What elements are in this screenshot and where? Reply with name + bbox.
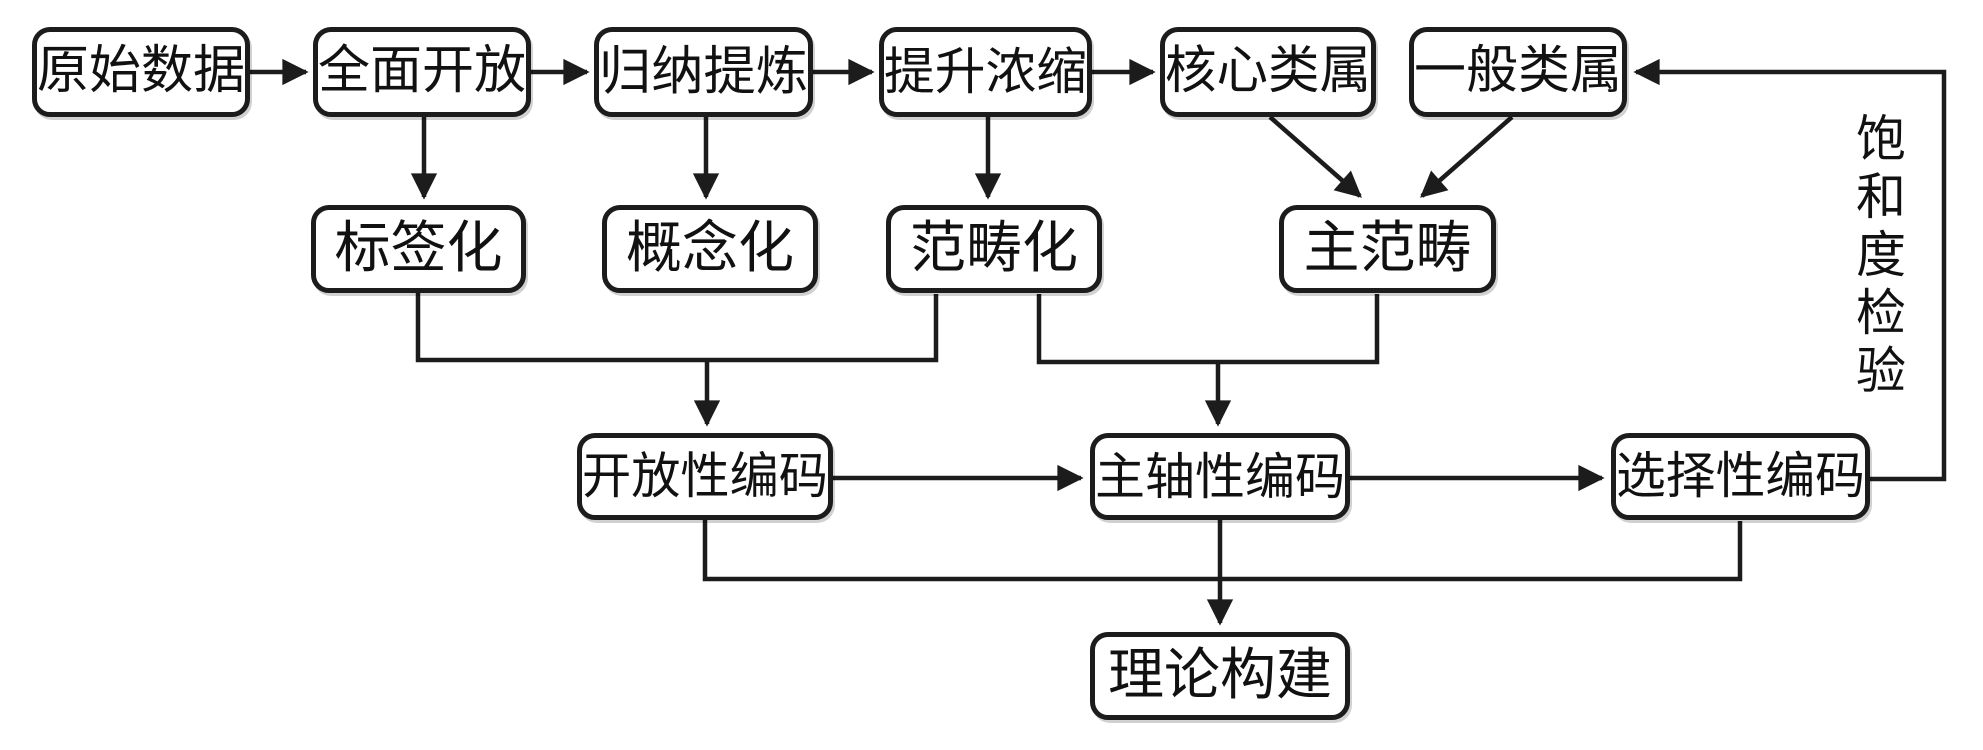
node-theory-building: 理论构建: [1090, 632, 1350, 720]
node-elevate-condense: 提升浓缩: [879, 27, 1092, 117]
node-categorizing: 范畴化: [886, 205, 1102, 293]
node-full-open: 全面开放: [313, 27, 531, 117]
node-raw-data: 原始数据: [32, 27, 250, 117]
edge-general-to-main: [1420, 115, 1514, 198]
node-conceptualizing: 概念化: [602, 205, 818, 293]
saturation-test-label: 饱和度检验: [1849, 112, 1905, 402]
node-general-category: 一般类属: [1409, 27, 1627, 117]
edge-labeling-categorizing-bus: [415, 293, 939, 363]
node-core-category: 核心类属: [1160, 27, 1376, 117]
node-inductive-refine: 归纳提炼: [594, 27, 813, 117]
node-selective-coding: 选择性编码: [1611, 433, 1870, 520]
edge-coding-bottom-bus: [702, 520, 1743, 582]
edge-selective-feedback-general: [1633, 58, 1947, 482]
node-open-coding: 开放性编码: [577, 433, 833, 520]
edge-core-to-main: [1268, 115, 1362, 198]
node-axial-coding: 主轴性编码: [1090, 433, 1350, 520]
edge-categorizing-main-bus: [1036, 294, 1380, 365]
node-labeling: 标签化: [311, 205, 526, 293]
node-main-category: 主范畴: [1279, 205, 1496, 293]
